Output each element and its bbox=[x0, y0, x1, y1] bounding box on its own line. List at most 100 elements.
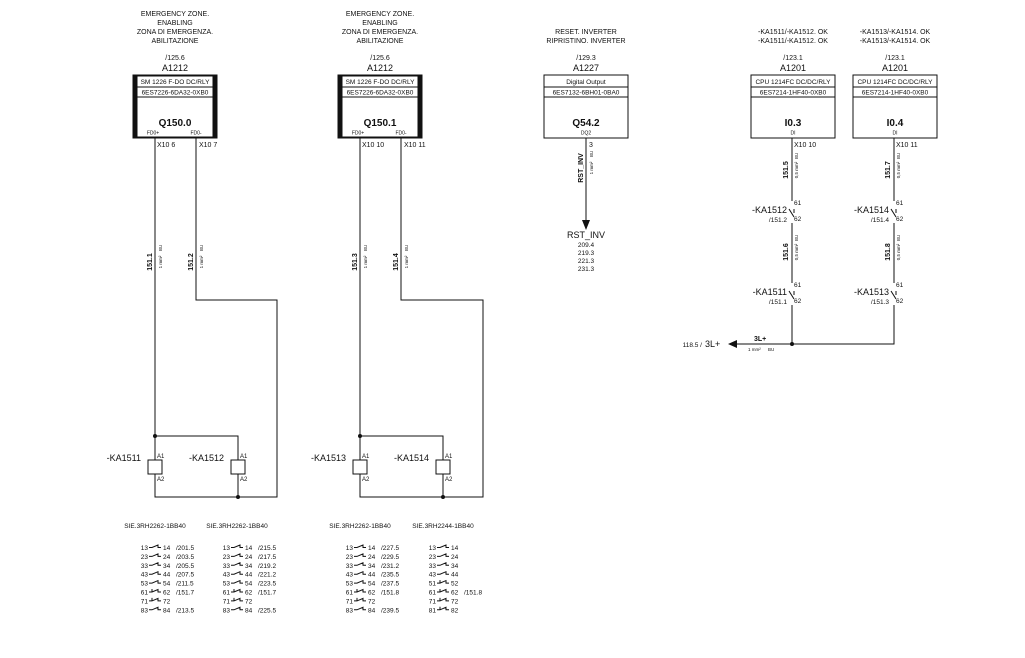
contact-terminal-in: 33 bbox=[223, 563, 231, 570]
contact-cross-ref: /217.5 bbox=[258, 554, 276, 561]
no-contact-icon bbox=[354, 579, 366, 584]
contact-terminal-out: 44 bbox=[163, 572, 171, 579]
module-header-text: ABILITAZIONE bbox=[152, 38, 199, 45]
contact-cross-ref: /151.8 bbox=[464, 590, 482, 597]
wire-3l-plus bbox=[737, 305, 895, 345]
contact-terminal-in: 61 bbox=[346, 590, 354, 597]
module-type-text: CPU 1214FC DC/DC/RLY bbox=[857, 79, 933, 86]
contact-name: -KA1512 bbox=[752, 205, 787, 215]
terminal-label: X10 10 bbox=[794, 142, 816, 149]
coil-icon bbox=[352, 459, 368, 475]
contact-terminal-out: 14 bbox=[163, 545, 171, 552]
wire-color-code: BU bbox=[404, 245, 409, 251]
wire-number: 151.5 bbox=[783, 161, 790, 179]
module-tag: A1212 bbox=[162, 63, 188, 73]
module-order-text: 6ES7214-1HF40-0XB0 bbox=[760, 90, 827, 97]
contact-terminal-out: 24 bbox=[163, 554, 171, 561]
contact-terminal-in: 33 bbox=[141, 563, 149, 570]
contact-terminal-in: 71 bbox=[429, 598, 437, 605]
contact-terminal-in: 13 bbox=[429, 545, 437, 552]
wire-color-code: BU bbox=[768, 347, 774, 352]
module-header-text: RIPRISTINO. INVERTER bbox=[546, 38, 625, 45]
no-contact-icon bbox=[231, 544, 243, 548]
wire-number: 151.6 bbox=[783, 243, 790, 261]
wire-cross-section: 0,5 mm² bbox=[794, 161, 799, 178]
module-order-text: 6ES7132-6BH01-0BA0 bbox=[553, 90, 620, 97]
no-contact-icon bbox=[231, 579, 243, 584]
coil-name: -KA1513 bbox=[311, 453, 346, 463]
contact-cross-ref: /151.7 bbox=[258, 590, 276, 597]
nc-contact-icon bbox=[437, 606, 449, 611]
contact-cross-ref: /151.7 bbox=[176, 590, 194, 597]
contact-cross-ref: /205.5 bbox=[176, 563, 194, 570]
wire-color-code: BU bbox=[794, 235, 799, 241]
contact-terminal-in: 53 bbox=[346, 581, 354, 588]
module-address-box bbox=[341, 96, 419, 138]
contact-cross-ref: /229.5 bbox=[381, 554, 399, 561]
module-pin-label: FD0+ bbox=[352, 131, 364, 137]
arrow-down-icon bbox=[582, 220, 590, 230]
contact-terminal-in: 71 bbox=[223, 598, 231, 605]
wire-cross-section: 1 mm² bbox=[158, 255, 163, 268]
contact-terminal-in: 53 bbox=[223, 581, 231, 588]
signal-target-ref: 231.3 bbox=[578, 266, 595, 273]
contact-terminal-out: 62 bbox=[163, 590, 171, 597]
contact-terminal-out: 54 bbox=[245, 581, 253, 588]
contact-terminal-out: 14 bbox=[368, 545, 376, 552]
wire-cross-section: 1 mm² bbox=[199, 255, 204, 268]
module-header-text: ENABLING bbox=[362, 20, 397, 27]
wire-bridge-a1 bbox=[360, 435, 444, 460]
contact-terminal-in: 23 bbox=[223, 554, 231, 561]
contact-terminal-out: 34 bbox=[368, 563, 376, 570]
wire-number: RST_INV bbox=[578, 153, 585, 183]
module-address: Q150.1 bbox=[364, 118, 397, 129]
contact-terminal: 62 bbox=[896, 298, 904, 305]
no-contact-icon bbox=[231, 553, 243, 557]
module-body bbox=[543, 74, 629, 139]
contact-terminal-in: 43 bbox=[346, 572, 354, 579]
wire-number: 151.2 bbox=[188, 253, 195, 271]
contact-terminal-in: 33 bbox=[346, 563, 354, 570]
contact-terminal-in: 61 bbox=[141, 590, 149, 597]
module-header-text: ZONA DI EMERGENZA. bbox=[342, 29, 418, 36]
signal-target-name: RST_INV bbox=[567, 230, 605, 240]
contact-cross-ref: /239.5 bbox=[381, 607, 399, 614]
coil-icon bbox=[435, 459, 451, 475]
coil-name: -KA1512 bbox=[189, 453, 224, 463]
wire-cross-section: 0,5 mm² bbox=[896, 243, 901, 260]
contact-terminal-out: 62 bbox=[245, 590, 253, 597]
module-order-text: 6ES7214-1HF40-0XB0 bbox=[862, 90, 929, 97]
contact-terminal-out: 82 bbox=[451, 607, 459, 614]
module-address-box bbox=[136, 96, 214, 138]
signal-target-ref: 209.4 bbox=[578, 242, 595, 249]
module-pin-label: FD0- bbox=[395, 131, 406, 137]
contact-terminal-in: 13 bbox=[223, 545, 231, 552]
terminal-label: X10 11 bbox=[896, 142, 918, 149]
module-header-text: -KA1511/-KA1512. OK bbox=[758, 38, 828, 45]
contact-terminal-out: 14 bbox=[245, 545, 253, 552]
module-address: Q54.2 bbox=[572, 118, 600, 129]
module-pin-label: DQ2 bbox=[581, 131, 592, 137]
wire-cross-section: 1 mm² bbox=[748, 347, 761, 352]
module-page-ref: /129.3 bbox=[576, 55, 596, 62]
no-contact-icon bbox=[354, 562, 366, 566]
wire-number: 151.4 bbox=[393, 253, 400, 271]
